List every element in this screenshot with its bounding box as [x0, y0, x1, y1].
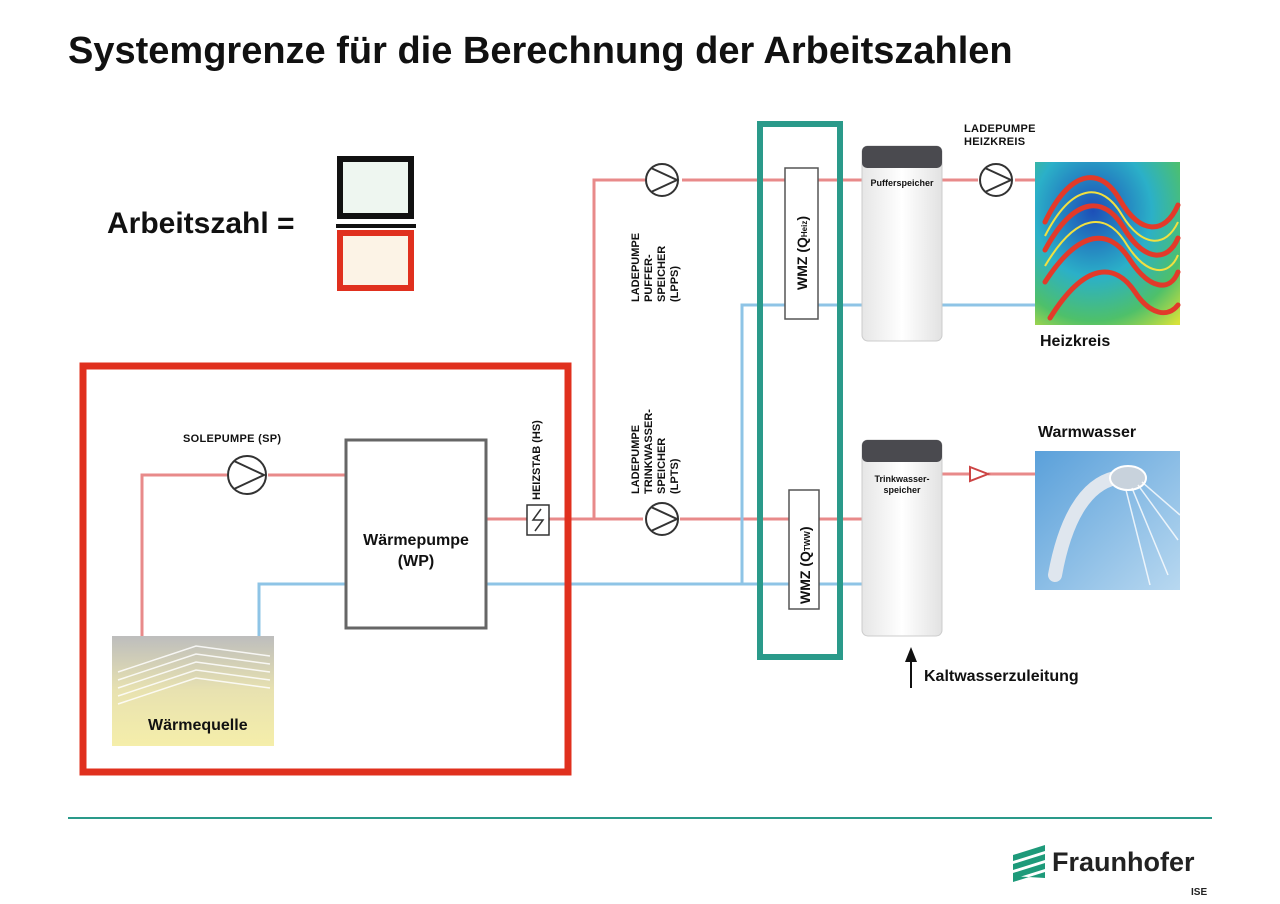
pump-icon: [227, 455, 267, 495]
fraunhofer-logo-sub: ISE: [1191, 887, 1208, 898]
dhw-tank-label-line1: Trinkwasser-: [874, 474, 930, 484]
dhw-tank-label-line2: speicher: [883, 485, 921, 495]
page-title: Systemgrenze für die Berechnung der Arbe…: [68, 30, 1013, 72]
fraunhofer-logo-icon: [1013, 845, 1045, 882]
check-valve-icon: [969, 465, 991, 483]
shower-image: [1035, 451, 1181, 590]
heating-circuit-label: Heizkreis: [1040, 333, 1111, 350]
heater-icon: [526, 504, 550, 536]
buffer-pump-label: LADEPUMPE PUFFER- SPEICHER (LPPS): [630, 232, 681, 302]
denominator-box: [337, 230, 414, 291]
heat-pump-label-line1: Wärmepumpe: [363, 532, 469, 549]
heat-meter-heating-box: [784, 167, 819, 320]
heat-pump-label-line2: (WP): [397, 553, 435, 570]
hot-pipes: [140, 178, 1035, 636]
pump-icon: [979, 163, 1014, 197]
meter-boundary: [757, 121, 843, 660]
dhw-tank: [861, 439, 943, 637]
system-boundary: [79, 362, 572, 776]
solepumpe-label: SOLEPUMPE (SP): [183, 433, 282, 445]
cold-water-inlet-label: Kaltwasserzuleitung: [924, 668, 1079, 685]
wmz-dhw-close: ): [797, 526, 813, 532]
heating-pump-label-line2: HEIZKREIS: [964, 136, 1026, 148]
wmz-heating-close: ): [794, 216, 810, 221]
arbeitszahl-label: Arbeitszahl =: [107, 207, 295, 240]
heat-meter-heating-label: WMZ (QHeiz): [794, 216, 813, 290]
wmz-heating-main: WMZ (Q: [794, 237, 810, 290]
heating-pump-label-line1: LADEPUMPE: [964, 123, 1036, 135]
arrow-up-icon: [905, 647, 917, 688]
wmz-dhw-sub: TWW: [803, 531, 812, 552]
hot-water-label: Warmwasser: [1038, 424, 1137, 441]
numerator-box: [337, 156, 414, 219]
heat-pump-box: [344, 438, 488, 630]
heat-source-label: Wärmequelle: [148, 717, 248, 734]
fraunhofer-logo-text: Fraunhofer: [1052, 847, 1195, 877]
dhw-tank-label: Trinkwasser- speicher: [862, 474, 942, 496]
pump-icon: [645, 502, 680, 536]
wmz-dhw-main: WMZ (Q: [797, 551, 813, 604]
dhw-pump-label: LADEPUMPE TRINKWASSER- SPEICHER (LPTS): [630, 409, 681, 494]
heat-source-image: [112, 636, 274, 746]
buffer-tank: [861, 145, 943, 342]
heat-pump-label: Wärmepumpe (WP): [346, 530, 486, 572]
heat-meter-dhw-label: WMZ (QTWW): [797, 526, 816, 604]
buffer-tank-label: Pufferspeicher: [870, 178, 934, 188]
pump-icon: [645, 163, 680, 197]
heater-label: HEIZSTAB (HS): [531, 420, 543, 500]
wmz-heating-sub: Heiz: [800, 220, 809, 238]
heating-pump-label: LADEPUMPE HEIZKREIS: [964, 123, 1036, 149]
heat-meter-dhw-box: [788, 489, 820, 610]
floor-heating-image: [1035, 162, 1181, 325]
